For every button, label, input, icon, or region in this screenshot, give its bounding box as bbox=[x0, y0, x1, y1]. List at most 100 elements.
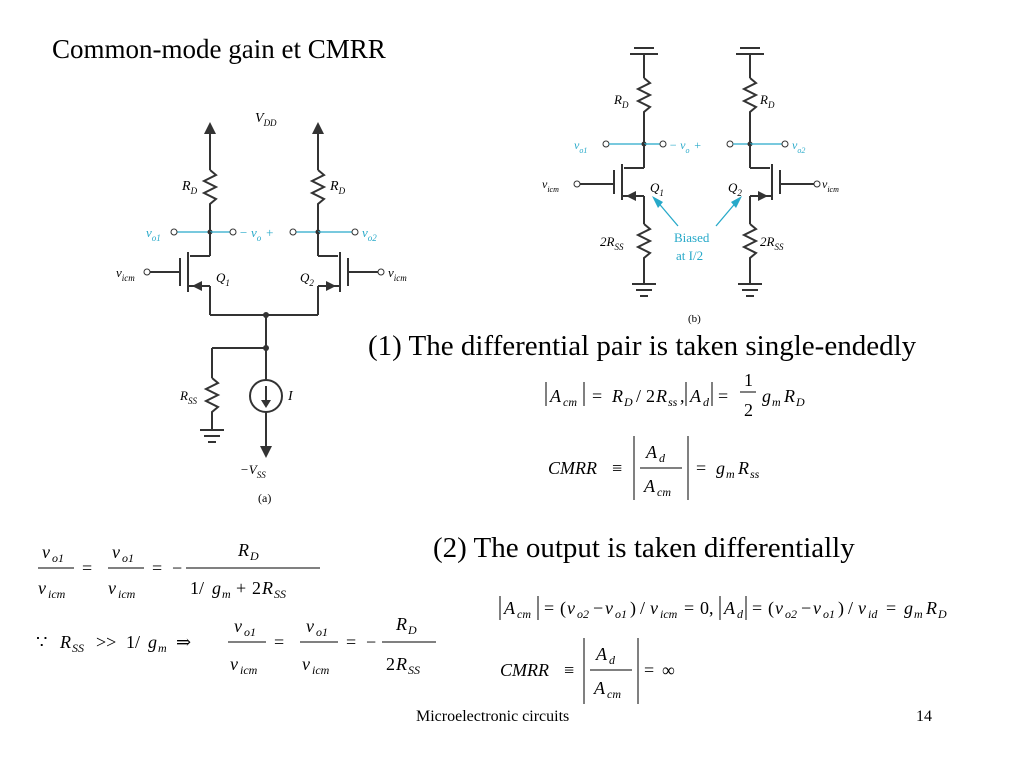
svg-text:/: / bbox=[848, 598, 853, 618]
svg-text:/: / bbox=[636, 386, 641, 406]
svg-text:d: d bbox=[703, 395, 710, 409]
svg-text:v: v bbox=[306, 616, 314, 636]
svg-text:∵: ∵ bbox=[36, 632, 47, 652]
footer-page-number: 14 bbox=[916, 708, 932, 725]
rd-left-label-b: RD bbox=[613, 92, 629, 110]
svg-text:2: 2 bbox=[744, 400, 753, 420]
svg-text:): ) bbox=[838, 598, 844, 619]
svg-text:d: d bbox=[609, 653, 616, 667]
vo1-label: vo1 bbox=[146, 225, 161, 243]
svg-text:d: d bbox=[737, 607, 744, 621]
vo2-label-b: vo2 bbox=[792, 138, 805, 155]
svg-text:(: ( bbox=[768, 598, 774, 619]
svg-text:v: v bbox=[650, 598, 658, 618]
svg-text:≡: ≡ bbox=[564, 660, 574, 680]
svg-text:=: = bbox=[346, 632, 356, 652]
svg-text:=: = bbox=[644, 660, 654, 680]
svg-text:=: = bbox=[544, 598, 554, 618]
vicm-left-label-b: vicm bbox=[542, 177, 559, 194]
svg-text:icm: icm bbox=[118, 587, 136, 601]
svg-text:(: ( bbox=[560, 598, 566, 619]
svg-text:icm: icm bbox=[48, 587, 66, 601]
q2-label-b: Q2 bbox=[728, 180, 742, 198]
svg-text:=: = bbox=[684, 598, 694, 618]
svg-text:ss: ss bbox=[668, 395, 678, 409]
vo2-label: vo2 bbox=[362, 225, 377, 243]
svg-text:0,: 0, bbox=[700, 598, 714, 618]
svg-text:v: v bbox=[234, 616, 242, 636]
svg-text:R: R bbox=[783, 386, 795, 406]
svg-text:m: m bbox=[726, 467, 735, 481]
vo-label-b: − vo+ bbox=[669, 138, 702, 155]
footer-course: Microelectronic circuits bbox=[416, 708, 570, 725]
svg-text:v: v bbox=[230, 654, 238, 674]
svg-text:): ) bbox=[630, 598, 636, 619]
svg-text:A: A bbox=[723, 598, 736, 618]
rss-left-label-b: 2RSS bbox=[600, 234, 624, 252]
svg-text:d: d bbox=[659, 451, 666, 465]
svg-text:icm: icm bbox=[240, 663, 258, 677]
svg-text:v: v bbox=[38, 578, 46, 598]
svg-text:CMRR: CMRR bbox=[500, 660, 549, 680]
svg-text:=: = bbox=[886, 598, 896, 618]
slide-title: Common-mode gain et CMRR bbox=[52, 34, 386, 64]
svg-text:R: R bbox=[737, 458, 749, 478]
svg-text:>>: >> bbox=[96, 632, 116, 652]
svg-text:1/: 1/ bbox=[190, 578, 204, 598]
svg-text:/: / bbox=[640, 598, 645, 618]
svg-text:o1: o1 bbox=[615, 607, 627, 621]
svg-text:g: g bbox=[762, 386, 771, 406]
svg-text:A: A bbox=[593, 678, 606, 698]
svg-text:cm: cm bbox=[657, 485, 671, 499]
svg-text:v: v bbox=[42, 542, 50, 562]
svg-text:SS: SS bbox=[408, 663, 420, 677]
svg-text:m: m bbox=[222, 587, 231, 601]
svg-text:ss: ss bbox=[750, 467, 760, 481]
circuit-figure-b: RD RD vo1 − vo+ vo2 Q1 vicm Q2 vicm 2RSS… bbox=[542, 47, 839, 325]
svg-text:A: A bbox=[645, 442, 658, 462]
svg-text:v: v bbox=[813, 598, 821, 618]
svg-text:=: = bbox=[82, 558, 92, 578]
svg-text:D: D bbox=[249, 549, 259, 563]
biased-current-label: at I/2 bbox=[676, 248, 703, 263]
q2-label: Q2 bbox=[300, 270, 314, 288]
svg-text:−: − bbox=[801, 598, 811, 618]
svg-text:v: v bbox=[302, 654, 310, 674]
svg-text:,: , bbox=[680, 386, 685, 406]
svg-text:2: 2 bbox=[646, 386, 655, 406]
rd-right-label: RD bbox=[329, 179, 346, 196]
rss-right-label-b: 2RSS bbox=[760, 234, 784, 252]
svg-text:D: D bbox=[623, 395, 633, 409]
svg-text:A: A bbox=[549, 386, 562, 406]
section-single-ended: (1) The differential pair is taken singl… bbox=[368, 330, 917, 362]
vo1-label-b: vo1 bbox=[574, 138, 587, 155]
vss-label: −VSS bbox=[240, 462, 266, 480]
svg-text:m: m bbox=[772, 395, 781, 409]
svg-text:SS: SS bbox=[72, 641, 84, 655]
current-source-label: I bbox=[287, 389, 294, 404]
svg-text:v: v bbox=[858, 598, 866, 618]
svg-text:−: − bbox=[172, 558, 182, 578]
rd-left-label: RD bbox=[181, 179, 198, 196]
q1-label: Q1 bbox=[216, 270, 230, 288]
svg-text:D: D bbox=[795, 395, 805, 409]
svg-text:A: A bbox=[595, 644, 608, 664]
svg-text:−: − bbox=[593, 598, 603, 618]
fig-b-caption: (b) bbox=[688, 313, 701, 325]
svg-text:+: + bbox=[236, 578, 246, 598]
svg-text:v: v bbox=[775, 598, 783, 618]
svg-text:≡: ≡ bbox=[612, 458, 622, 478]
vicm-left-label: vicm bbox=[116, 265, 135, 283]
biased-label: Biased bbox=[674, 230, 710, 245]
svg-text:=: = bbox=[696, 458, 706, 478]
rss-label: RSS bbox=[179, 388, 197, 406]
svg-text:cm: cm bbox=[563, 395, 577, 409]
q1-label-b: Q1 bbox=[650, 180, 664, 198]
svg-text:=: = bbox=[152, 558, 162, 578]
svg-text:g: g bbox=[904, 598, 913, 618]
svg-text:R: R bbox=[395, 654, 407, 674]
